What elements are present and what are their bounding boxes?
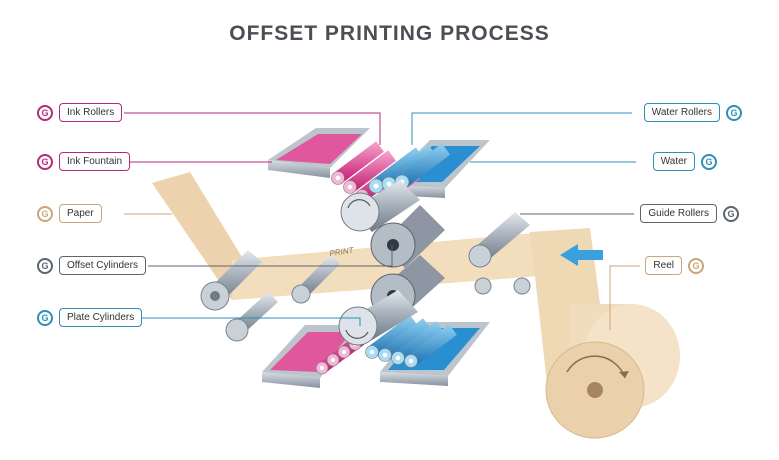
- page-title: OFFSET PRINTING PROCESS: [229, 22, 550, 45]
- g-badge: G: [37, 205, 53, 222]
- roller-body: [368, 315, 418, 358]
- label-ink-rollers: G Ink Rollers: [37, 103, 123, 122]
- roller-hub: [341, 349, 347, 355]
- label-paper: G Paper: [37, 204, 102, 223]
- g-badge: G: [37, 153, 53, 170]
- right-guide-rollers: [468, 212, 531, 295]
- print-mark: PRINT: [329, 246, 355, 258]
- roller-hub: [373, 183, 379, 189]
- roller-hub: [347, 184, 353, 190]
- g-badge: G: [701, 153, 717, 170]
- g-badge: G: [723, 205, 739, 222]
- roller-hub: [408, 358, 414, 364]
- label-plate-cylinders: G Plate Cylinders: [37, 308, 143, 327]
- roller-body: [397, 143, 451, 188]
- label-text: Water Rollers: [643, 103, 720, 122]
- label-water-rollers: Water Rollers G: [643, 103, 742, 122]
- paper-reel: [545, 304, 680, 439]
- roller-body: [394, 321, 444, 364]
- lower-water-rollers: [365, 315, 457, 368]
- label-text: Ink Fountain: [59, 152, 131, 171]
- roller-hub: [386, 181, 392, 187]
- g-badge: G: [37, 309, 53, 326]
- roller-hub: [330, 357, 336, 363]
- label-offset-cylinders: G Offset Cylinders: [37, 256, 146, 275]
- label-text: Guide Rollers: [640, 204, 717, 223]
- feed-arrow: [560, 244, 603, 266]
- label-text: Water: [652, 152, 695, 171]
- roller-body: [346, 150, 396, 193]
- label-text: Paper: [59, 204, 102, 223]
- label-reel: Reel G: [645, 256, 704, 275]
- label-ink-fountain: G Ink Fountain: [37, 152, 131, 171]
- label-text: Reel: [645, 256, 682, 275]
- roller-hub: [382, 352, 388, 358]
- roller-hub: [395, 355, 401, 361]
- upper-ink-fountain: [268, 128, 370, 178]
- roller-hub: [319, 365, 325, 371]
- roller-body: [334, 141, 384, 184]
- label-guide-rollers: Guide Rollers G: [640, 204, 739, 223]
- g-badge: G: [37, 257, 53, 274]
- label-text: Plate Cylinders: [59, 308, 143, 327]
- g-badge: G: [726, 104, 742, 121]
- main-cylinders: [338, 180, 445, 346]
- left-guide-rollers: [200, 250, 340, 342]
- lower-ink-fountain: [262, 325, 360, 388]
- roller-hub: [369, 349, 375, 355]
- g-badge: G: [688, 257, 704, 274]
- roller-body: [407, 324, 457, 367]
- label-water: Water G: [652, 152, 717, 171]
- roller-body: [381, 318, 431, 361]
- label-text: Ink Rollers: [59, 103, 123, 122]
- g-badge: G: [37, 104, 53, 121]
- leader-lines: [124, 112, 640, 330]
- roller-hub: [335, 175, 341, 181]
- label-text: Offset Cylinders: [59, 256, 146, 275]
